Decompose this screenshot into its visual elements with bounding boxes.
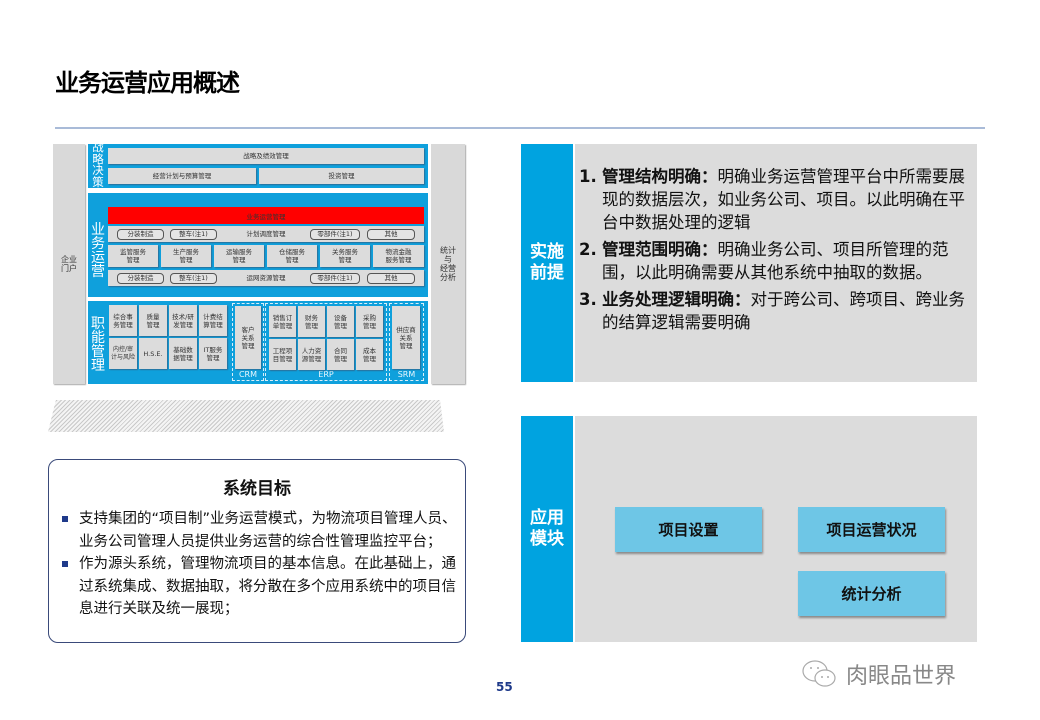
architecture-diagram: 企业 门户 统计 与 经营 分析 战略决策 战略及绩效管理 经营计划与预算管理 … — [53, 140, 465, 384]
service-cell: 运输服务 管理 — [214, 245, 264, 267]
erp-cell: 合同 管理 — [327, 339, 354, 370]
enterprise-portal-label: 企业 门户 — [61, 255, 77, 273]
srm-label: SRM — [397, 370, 416, 379]
erp-cell: 设备 管理 — [327, 306, 354, 337]
erp-cell: 财务 管理 — [298, 306, 325, 337]
statistics-analysis: 统计 与 经营 分析 — [431, 144, 465, 384]
pill-parts: 零部件(注1) — [310, 229, 360, 240]
item-number: 1. — [579, 167, 597, 186]
item-body: 明确业务运营管理平台中所需要展现的数据层次，如业务公司、项目。以此明确在平台中数… — [602, 167, 965, 232]
prerequisites-list: 1. 管理结构明确：明确业务运营管理平台中所需要展现的数据层次，如业务公司、项目。… — [579, 165, 969, 338]
crm-label: CRM — [238, 370, 258, 379]
function-cell: IT服务 管理 — [199, 338, 227, 369]
pill-other: 其他 — [367, 273, 415, 284]
prerequisite-item: 2. 管理范围明确：明确业务公司、项目所管理的范围，以此明确需要从其他系统中抽取的… — [579, 238, 969, 284]
function-cell: 计费结 算管理 — [199, 305, 227, 336]
pill-vehicle: 整车(注1) — [170, 229, 217, 240]
erp-cell: 工程项 目管理 — [269, 339, 296, 370]
function-cell: H.S.E. — [139, 338, 167, 369]
item-heading: 管理范围明确： — [602, 240, 718, 259]
module-statistics[interactable]: 统计分析 — [798, 571, 945, 616]
crm-cell: 客户 关系 管理 — [235, 306, 261, 369]
modules-panel: 应用 模块 项目设置 项目运营状况 统计分析 — [521, 416, 977, 642]
pill-other: 其他 — [367, 229, 415, 240]
operations-header: 业务运营管理 — [108, 207, 424, 224]
hatched-platform-bar — [48, 400, 444, 432]
item-number: 3. — [579, 290, 597, 309]
service-cell: 监管服务 管理 — [108, 245, 158, 267]
strategy-performance-cell: 战略及绩效管理 — [108, 148, 424, 164]
plan-row-label: 计划调度管理 — [246, 230, 286, 238]
srm-group: SRM — [389, 303, 424, 381]
function-cell: 基础数 据管理 — [169, 338, 197, 369]
function-cell: 质量 管理 — [139, 305, 167, 336]
statistics-analysis-label: 统计 与 经营 分析 — [440, 246, 456, 282]
pill-assembly: 分装制造 — [117, 229, 164, 240]
erp-group: ERP — [265, 303, 387, 381]
square-bullet-icon — [62, 516, 68, 522]
strategy-label: 战略决策 — [92, 140, 104, 189]
watermark: 肉眼品世界 — [800, 658, 956, 690]
goal-text: 作为源头系统，管理物流项目的基本信息。在此基础上，通过系统集成、数据抽取，将分散… — [79, 556, 456, 617]
service-cell: 仓储服务 管理 — [267, 245, 317, 267]
operations-label: 业务运营 — [91, 222, 105, 280]
operations-band: 业务运营 业务运营管理 计划调度管理 分装制造 整车(注1) 零部件(注1) 其… — [88, 193, 428, 297]
functions-label: 职能管理 — [91, 316, 105, 374]
goal-text: 支持集团的“项目制”业务运营模式，为物流项目管理人员、业务公司管理人员提供业务运… — [79, 511, 457, 550]
strategy-band: 战略决策 战略及绩效管理 经营计划与预算管理 投资管理 — [88, 140, 428, 189]
function-cell: 内控/审 计与风险 — [109, 338, 137, 369]
budget-cell: 经营计划与预算管理 — [108, 168, 256, 184]
page-title: 业务运营应用概述 — [55, 69, 240, 97]
page-number: 55 — [496, 680, 513, 694]
network-row-label: 运网资源管理 — [246, 274, 286, 282]
investment-cell: 投资管理 — [259, 168, 424, 184]
function-cell: 技术/研 发管理 — [169, 305, 197, 336]
goal-item: 支持集团的“项目制”业务运营模式，为物流项目管理人员、业务公司管理人员提供业务运… — [57, 508, 462, 553]
erp-cell: 销售订 单管理 — [269, 306, 296, 337]
modules-tab: 应用 模块 — [521, 416, 575, 642]
prerequisite-item: 3. 业务处理逻辑明确：对于跨公司、跨项目、跨业务的结算逻辑需要明确 — [579, 288, 969, 334]
item-body: 对于跨公司、跨项目、跨业务的结算逻辑需要明确 — [602, 290, 965, 332]
prerequisite-item: 1. 管理结构明确：明确业务运营管理平台中所需要展现的数据层次，如业务公司、项目。… — [579, 165, 969, 234]
goals-title: 系统目标 — [223, 479, 291, 499]
item-number: 2. — [579, 240, 597, 259]
erp-cell: 采购 管理 — [356, 306, 383, 337]
prerequisites-panel: 实施 前提 1. 管理结构明确：明确业务运营管理平台中所需要展现的数据层次，如业务… — [521, 144, 977, 382]
service-cell: 关务服务 管理 — [320, 245, 370, 267]
square-bullet-icon — [62, 561, 68, 567]
prerequisites-tab: 实施 前提 — [521, 144, 575, 382]
goals-list: 支持集团的“项目制”业务运营模式，为物流项目管理人员、业务公司管理人员提供业务运… — [57, 508, 462, 621]
erp-cell: 成本 管理 — [356, 339, 383, 370]
function-cell: 综合事 务管理 — [109, 305, 137, 336]
erp-cell: 人力资 源管理 — [298, 339, 325, 370]
item-heading: 管理结构明确： — [602, 167, 718, 186]
pill-parts: 零部件(注1) — [310, 273, 360, 284]
service-cell: 生产服务 管理 — [161, 245, 211, 267]
title-divider — [55, 127, 985, 129]
module-project-settings[interactable]: 项目设置 — [615, 507, 762, 552]
erp-label: ERP — [318, 370, 334, 379]
system-goals-box: 系统目标 支持集团的“项目制”业务运营模式，为物流项目管理人员、业务公司管理人员… — [48, 459, 466, 643]
module-project-operations[interactable]: 项目运营状况 — [798, 507, 945, 552]
crm-group: CRM — [232, 303, 264, 381]
pill-vehicle: 整车(注1) — [170, 273, 217, 284]
enterprise-portal: 企业 门户 — [53, 144, 85, 384]
wechat-icon — [802, 660, 836, 687]
pill-assembly: 分装制造 — [117, 273, 164, 284]
functions-band: 职能管理 综合事 务管理 质量 管理 技术/研 发管理 计费结 算管理 内控/审… — [88, 301, 428, 384]
watermark-text: 肉眼品世界 — [846, 664, 957, 689]
service-cell: 物流金融 服务管理 — [373, 245, 424, 267]
item-body: 明确业务公司、项目所管理的范围，以此明确需要从其他系统中抽取的数据。 — [602, 240, 949, 282]
item-heading: 业务处理逻辑明确： — [602, 290, 751, 309]
srm-cell: 供应商 关系 管理 — [392, 306, 420, 369]
goal-item: 作为源头系统，管理物流项目的基本信息。在此基础上，通过系统集成、数据抽取，将分散… — [57, 553, 462, 621]
